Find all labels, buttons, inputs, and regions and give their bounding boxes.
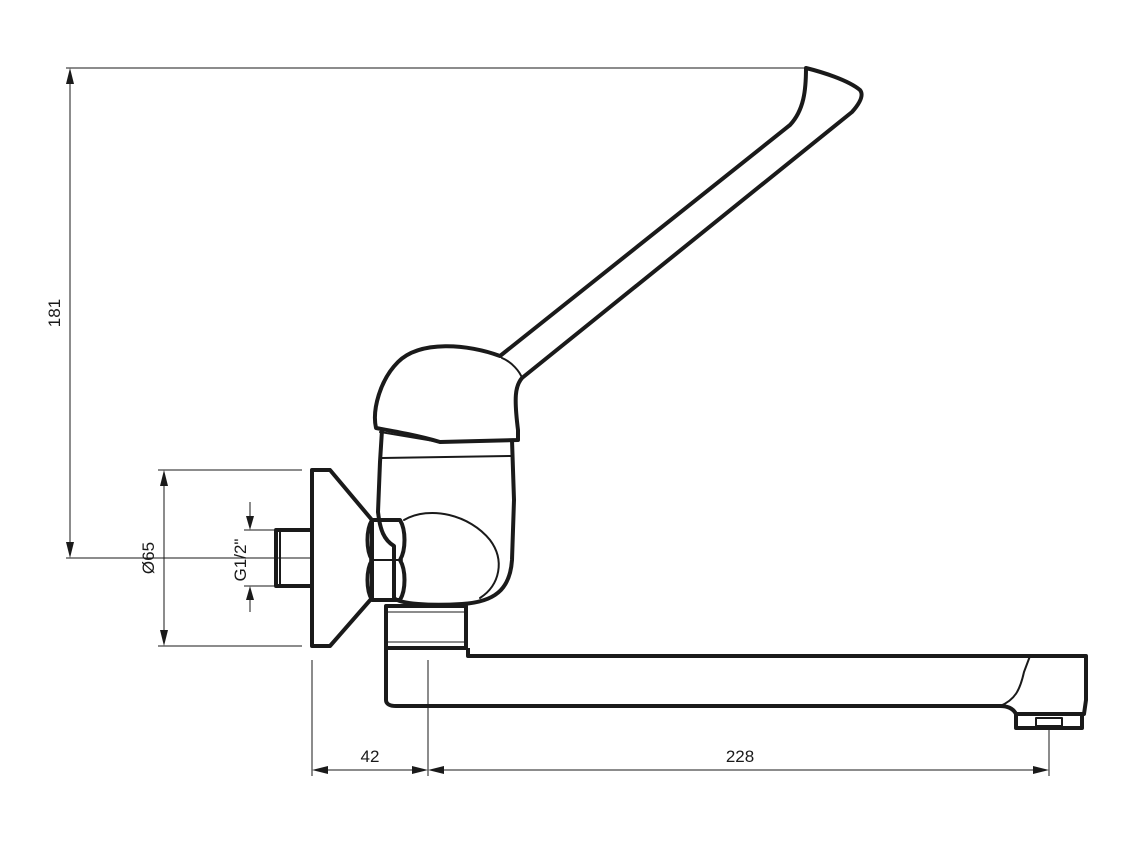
lever-handle — [373, 66, 864, 444]
spout-outlet-curve — [999, 655, 1031, 707]
dimension-lines: 181 Ø65 G1/2" 42 228 — [45, 67, 1050, 776]
height-dimension-label: 181 — [45, 299, 64, 327]
body-seam — [381, 455, 513, 459]
flange-diameter-label: Ø65 — [139, 542, 158, 574]
wall-flange — [310, 468, 374, 648]
reach-dimension-label: 228 — [726, 747, 754, 766]
lever-inner-edge — [501, 357, 523, 379]
thread-size-label: G1/2" — [231, 539, 250, 582]
spout-collar — [384, 604, 468, 650]
cartridge-cap — [379, 431, 519, 443]
body-contour — [403, 512, 500, 599]
hex-nut — [365, 518, 407, 602]
spout-pipe — [384, 648, 1088, 716]
faucet-outline — [274, 66, 1088, 730]
offset-dimension-label: 42 — [361, 747, 380, 766]
aerator — [1014, 712, 1084, 730]
